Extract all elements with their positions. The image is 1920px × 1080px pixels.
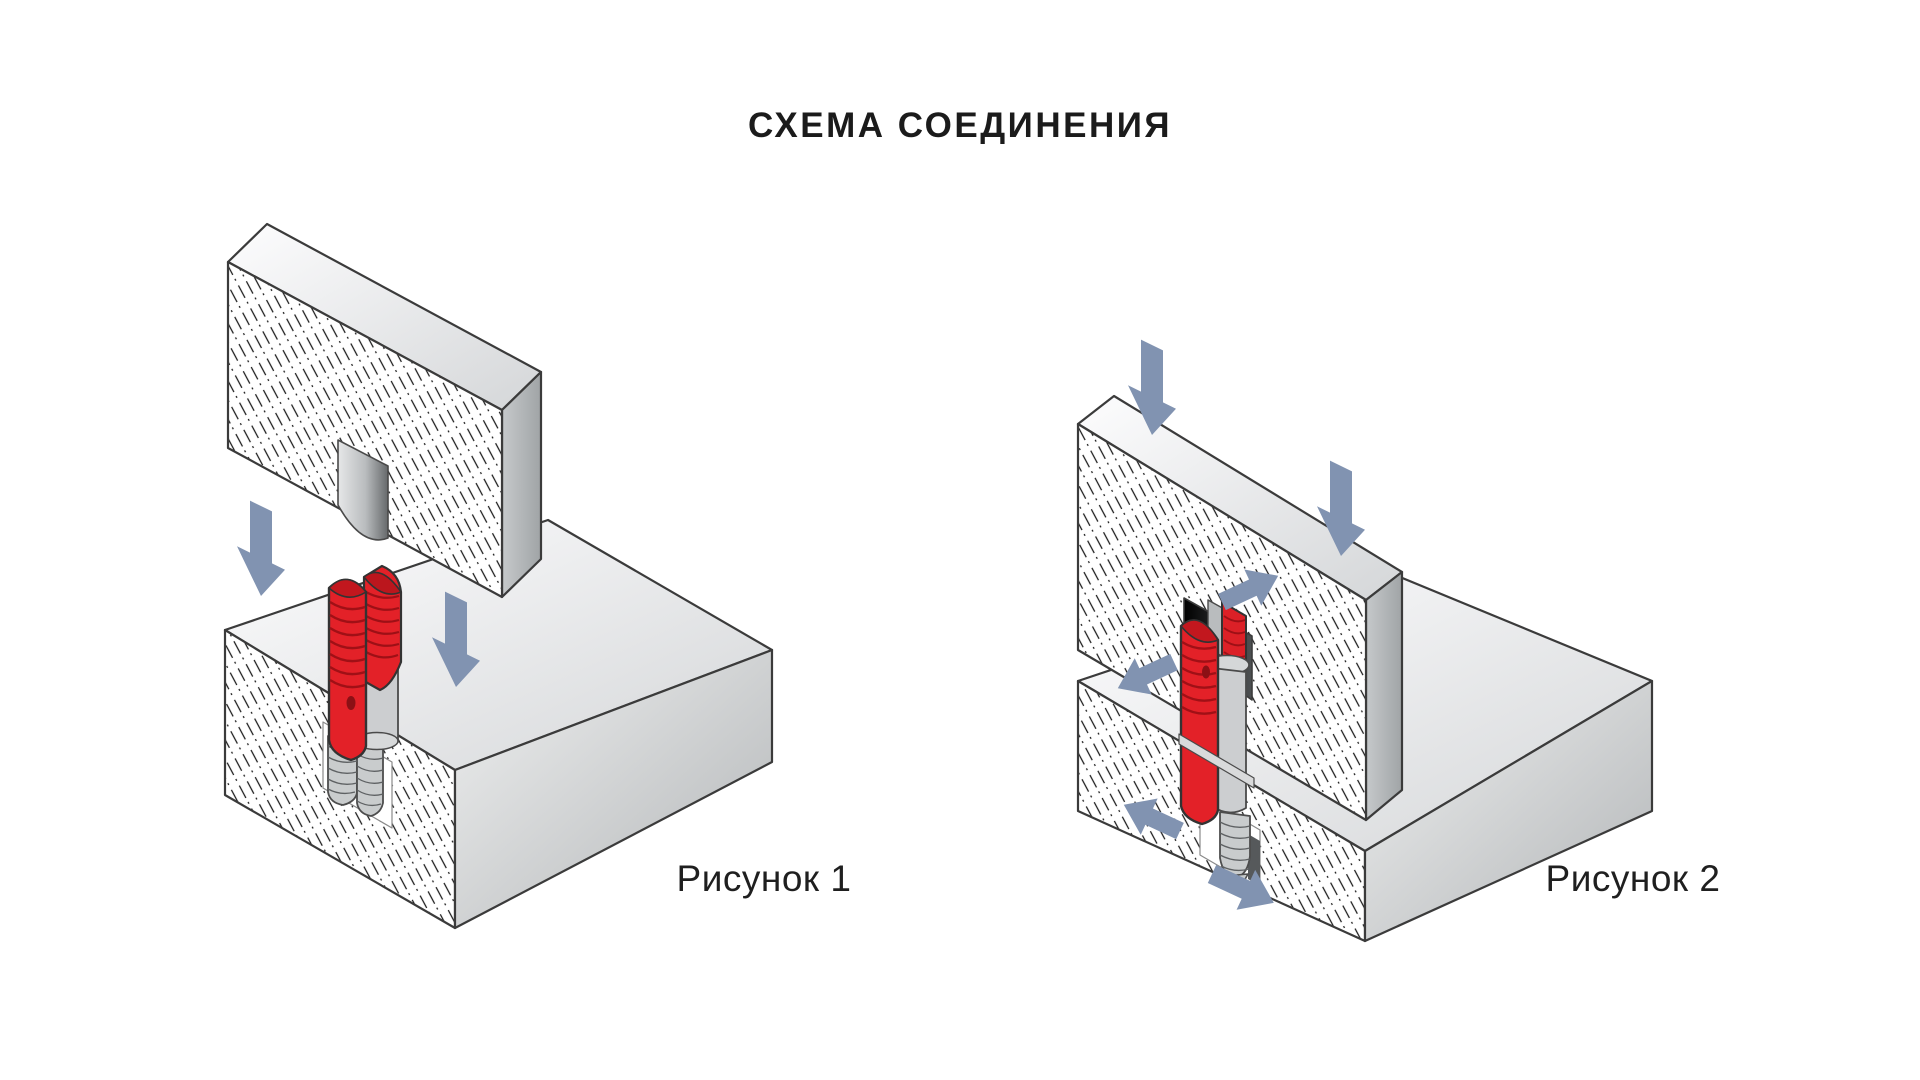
expansion-arrow-icon (1207, 865, 1274, 910)
fig2-anchor (1178, 597, 1261, 893)
fig1-red-sleeve-right (362, 564, 403, 692)
figure-2-caption: Рисунок 2 (1545, 858, 1721, 899)
fig1-slab-front-face-hatched (226, 260, 504, 599)
fig1-upper-slab (226, 222, 543, 599)
figure-1-illustration (223, 222, 774, 930)
fig2-red-sleeve-front (1179, 619, 1220, 826)
fig2-force-arrows (1117, 339, 1365, 910)
figure-2-illustration (1076, 339, 1654, 943)
fig2-base-front-right-face (1363, 679, 1654, 943)
fig2-slab-right-face (1364, 570, 1404, 822)
down-force-arrow-icon (1317, 460, 1365, 556)
fig2-slot-dark-sliver (1248, 834, 1260, 886)
expansion-arrow-icon (1218, 569, 1279, 611)
down-force-arrow-icon (237, 500, 285, 596)
page-title: СХЕМА СОЕДИНЕНИЯ (747, 106, 1173, 145)
fig1-slab-right-face (500, 370, 543, 599)
fig1-base-front-right-face (453, 648, 774, 930)
down-force-arrow-icon (432, 591, 480, 687)
fig1-red-sleeve-left (327, 578, 368, 762)
fig1-anchor (322, 564, 403, 829)
fig1-slab-dowel-notch (337, 439, 389, 541)
expansion-arrow-icon (1117, 653, 1178, 695)
fig2-slot-front-edge-band (1178, 733, 1255, 789)
fig1-force-arrows (237, 500, 480, 687)
down-force-arrow-icon (1128, 339, 1176, 435)
figure-1-caption: Рисунок 1 (676, 858, 852, 899)
expansion-arrow-icon (1123, 798, 1184, 840)
